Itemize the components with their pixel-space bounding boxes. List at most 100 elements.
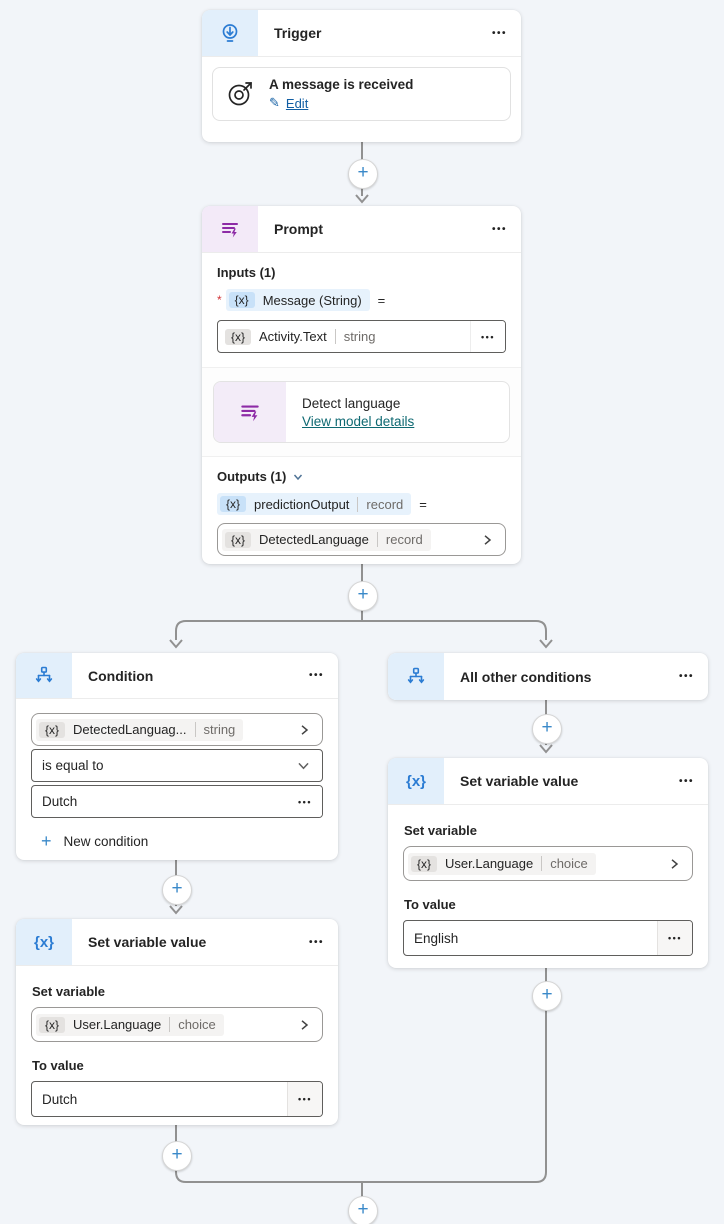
divider	[334, 329, 336, 344]
condition-operand-field[interactable]: {x} DetectedLanguag... string	[31, 713, 323, 746]
set-variable-label: Set variable	[32, 984, 105, 999]
set-variable-label: Set variable	[404, 823, 477, 838]
prompt-icon-tile	[202, 206, 258, 252]
model-section: Detect language View model details	[202, 367, 521, 457]
message-chip-label: Message (String)	[262, 292, 362, 308]
message-received-icon	[228, 82, 252, 106]
add-node-button[interactable]: +	[348, 159, 378, 189]
user-language-chip: {x} User.Language choice	[36, 1013, 224, 1036]
condition-card-header[interactable]: Condition •••	[16, 653, 338, 699]
edit-pencil-icon: ✎	[269, 95, 280, 110]
message-chip: {x} Message (String)	[225, 289, 370, 311]
chevron-right-icon[interactable]	[286, 724, 322, 736]
fx-icon: {x}	[39, 721, 66, 738]
add-node-button[interactable]: +	[162, 875, 192, 905]
add-node-button[interactable]: +	[348, 1196, 378, 1224]
condition-operand-type: string	[203, 722, 236, 737]
chevron-down-icon[interactable]	[285, 759, 322, 772]
chevron-down-icon[interactable]	[292, 471, 304, 483]
user-language-chip: {x} User.Language choice	[408, 852, 596, 875]
prompt-card[interactable]: Prompt ••• Inputs (1) * {x} Message (Str…	[202, 206, 521, 564]
condition-operator-dropdown[interactable]: is equal to	[31, 749, 323, 782]
condition-branch-icon	[35, 666, 53, 683]
chevron-right-icon[interactable]	[469, 534, 505, 546]
condition-icon-tile	[388, 653, 444, 700]
to-value-field-left[interactable]: Dutch •••	[31, 1081, 323, 1117]
to-value-label: To value	[404, 897, 456, 912]
activity-text-type: string	[343, 329, 376, 344]
condition-card[interactable]: Condition ••• {x} DetectedLanguag... str…	[16, 653, 338, 860]
condition-value-more-button[interactable]: •••	[288, 786, 322, 817]
new-condition-button[interactable]: + New condition	[41, 832, 323, 850]
divider	[541, 856, 543, 871]
trigger-icon	[222, 24, 238, 42]
variable-field-left[interactable]: {x} User.Language choice	[31, 1007, 323, 1042]
equals-sign: =	[419, 496, 427, 512]
divider	[376, 532, 378, 547]
activity-text-chip: {x} Activity.Text string	[222, 326, 375, 348]
set-variable-left-header[interactable]: {x} Set variable value •••	[16, 919, 338, 966]
fx-icon: {x}	[411, 855, 438, 872]
prompt-card-header[interactable]: Prompt •••	[202, 206, 521, 253]
prediction-output-chip: {x} predictionOutput record	[217, 493, 412, 515]
to-value-text: English	[414, 930, 459, 946]
trigger-card[interactable]: Trigger ••• A message is received ✎ Edit	[202, 10, 521, 142]
add-node-button[interactable]: +	[532, 981, 562, 1011]
to-value-label: To value	[32, 1058, 84, 1073]
prompt-card-title: Prompt	[274, 221, 323, 237]
set-variable-right-more-button[interactable]: •••	[678, 775, 694, 787]
condition-value-field[interactable]: Dutch •••	[31, 785, 323, 818]
trigger-card-header[interactable]: Trigger •••	[202, 10, 521, 57]
prompt-outputs-label: Outputs (1)	[217, 469, 506, 484]
prompt-output-row: {x} predictionOutput record =	[217, 493, 506, 515]
set-variable-right-header[interactable]: {x} Set variable value •••	[388, 758, 708, 805]
trigger-item[interactable]: A message is received ✎ Edit	[212, 67, 511, 121]
condition-value-text: Dutch	[42, 794, 78, 809]
detect-language-icon	[241, 405, 259, 422]
condition-icon-tile	[16, 653, 72, 698]
add-node-button[interactable]: +	[348, 581, 378, 611]
set-variable-left-title: Set variable value	[88, 934, 207, 950]
model-box[interactable]: Detect language View model details	[213, 381, 510, 443]
add-node-button[interactable]: +	[162, 1141, 192, 1171]
all-other-conditions-header[interactable]: All other conditions •••	[388, 653, 708, 700]
to-value-more-button[interactable]: •••	[657, 921, 692, 955]
add-node-button[interactable]: +	[532, 714, 562, 744]
condition-operator-value: is equal to	[42, 758, 104, 773]
all-other-conditions-card[interactable]: All other conditions •••	[388, 653, 708, 700]
divider	[194, 722, 196, 737]
user-language-label: User.Language	[73, 1017, 162, 1032]
chevron-right-icon[interactable]	[286, 1019, 322, 1031]
equals-sign: =	[377, 292, 386, 308]
prompt-more-button[interactable]: •••	[491, 223, 507, 235]
set-variable-card-left[interactable]: {x} Set variable value ••• Set variable …	[16, 919, 338, 1125]
set-variable-left-more-button[interactable]: •••	[308, 936, 324, 948]
chevron-right-icon[interactable]	[656, 858, 692, 870]
message-value-field[interactable]: {x} Activity.Text string •••	[217, 320, 506, 353]
activity-text-label: Activity.Text	[259, 329, 327, 344]
output-value-field[interactable]: {x} DetectedLanguage record	[217, 523, 506, 556]
condition-branch-icon	[407, 667, 425, 684]
trigger-edit-link[interactable]: Edit	[285, 95, 309, 111]
to-value-text: Dutch	[42, 1091, 78, 1107]
fx-icon: {x}	[33, 933, 55, 951]
variable-field-right[interactable]: {x} User.Language choice	[403, 846, 693, 881]
all-other-conditions-more-button[interactable]: •••	[678, 671, 694, 682]
condition-more-button[interactable]: •••	[308, 670, 324, 681]
prediction-output-label: predictionOutput	[254, 496, 350, 512]
divider	[357, 496, 359, 512]
prompt-inputs-label: Inputs (1)	[217, 265, 276, 280]
to-value-field-right[interactable]: English •••	[403, 920, 693, 956]
detected-language-chip: {x} DetectedLanguage record	[222, 528, 431, 551]
set-variable-icon-tile: {x}	[388, 758, 444, 804]
trigger-more-button[interactable]: •••	[491, 27, 507, 39]
model-icon-tile	[214, 382, 286, 442]
message-value-more-button[interactable]: •••	[470, 321, 505, 352]
trigger-icon-tile	[202, 10, 258, 56]
fx-icon: {x}	[220, 496, 247, 512]
set-variable-card-right[interactable]: {x} Set variable value ••• Set variable …	[388, 758, 708, 968]
fx-icon: {x}	[225, 328, 252, 345]
to-value-more-button[interactable]: •••	[287, 1082, 322, 1116]
view-model-details-link[interactable]: View model details	[302, 413, 415, 429]
